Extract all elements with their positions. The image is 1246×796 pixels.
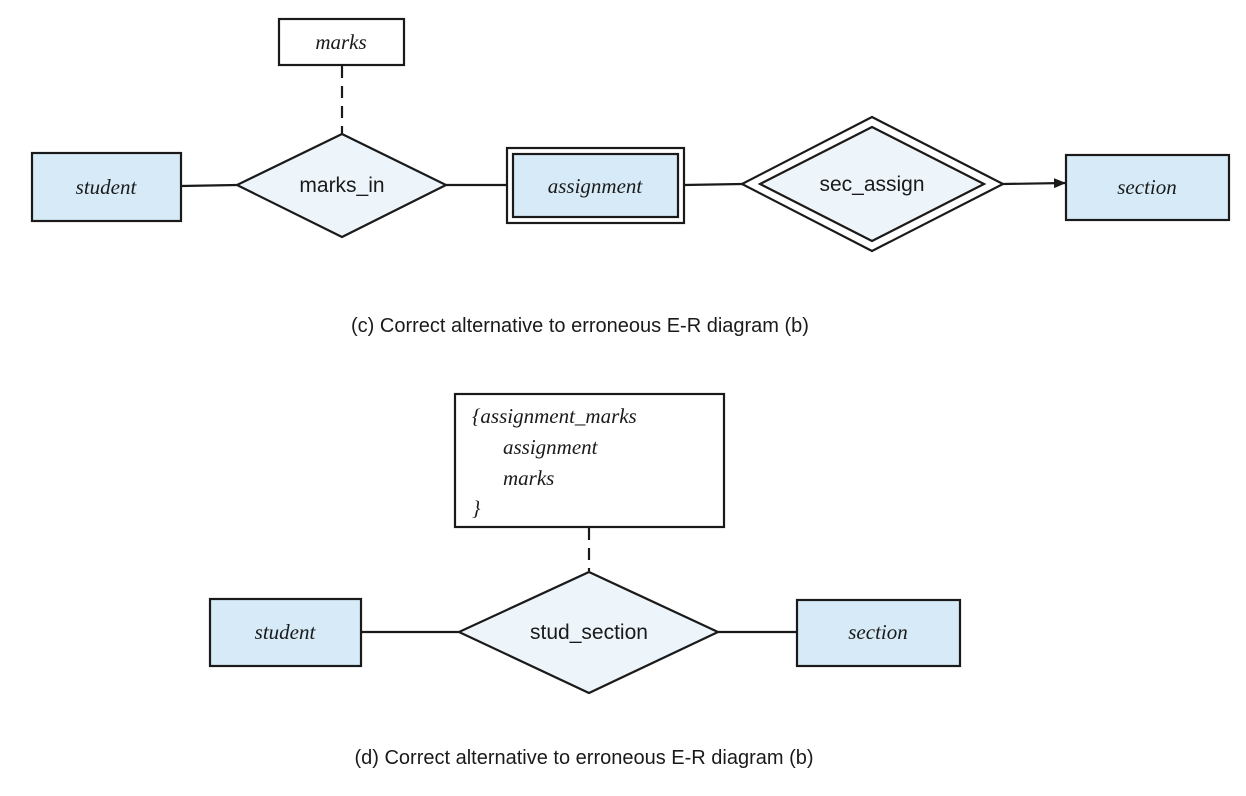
attribute-marks-label: marks [315,30,366,54]
entity-student [30,151,183,223]
entity-section [1064,153,1231,222]
line-assignment-sec-assign [683,182,743,187]
entity-student-d [208,597,363,668]
entity-section-d-label: section [848,620,907,644]
relationship-marks-in [234,132,449,239]
entity-section-label: section [1117,175,1176,199]
identifying-relationship-sec-assign-label: sec_assign [819,173,924,196]
relationship-stud-section-label: stud_section [530,621,648,644]
weak-entity-assignment [511,152,680,219]
line-student-marks-in [180,183,238,188]
attribute-line-1: assignment [503,435,599,459]
relationship-marks-in-label: marks_in [299,174,384,197]
caption-d: (d) Correct alternative to erroneous E-R… [354,747,813,769]
caption-c: (c) Correct alternative to erroneous E-R… [351,315,809,337]
attribute-box-marks [277,17,406,67]
entity-section-d [795,598,962,668]
diagram-c: marks student marks_in assignment sec_as… [30,17,1231,337]
relationship-stud-section [456,570,721,695]
arrow-sec-assign-section [1002,178,1066,189]
diagram-d: {assignment_marks assignment marks } stu… [208,392,962,769]
attribute-line-0: {assignment_marks [472,404,637,428]
attribute-line-2: marks [503,466,554,490]
attribute-block-assignment-marks [453,392,726,529]
entity-student-label: student [76,175,138,199]
identifying-relationship-sec-assign [757,125,987,243]
attribute-line-3: } [472,496,481,520]
entity-student-d-label: student [255,620,317,644]
weak-entity-assignment-label: assignment [548,174,644,198]
